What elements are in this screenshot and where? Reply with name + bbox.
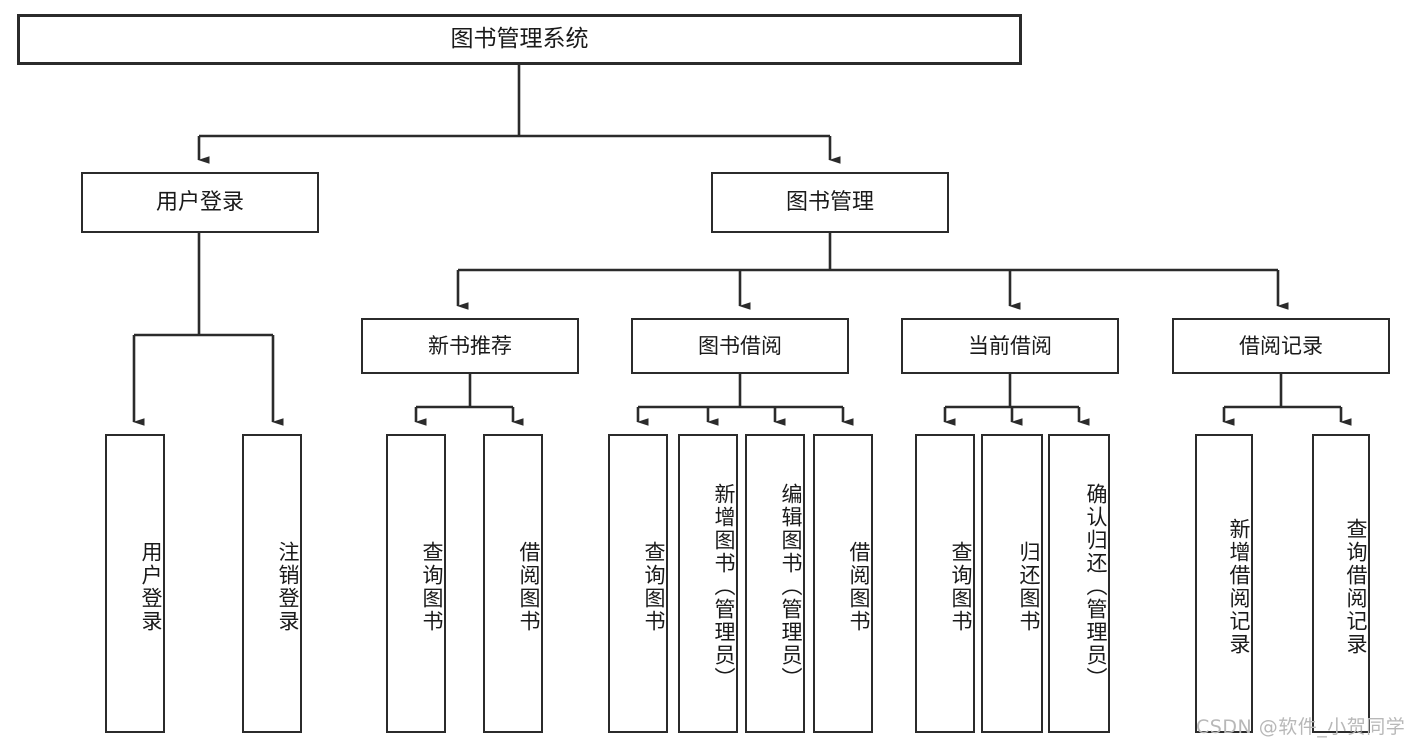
leaf-query-book-current[interactable]: 查询图书: [915, 434, 975, 733]
node-new-book-recommend[interactable]: 新书推荐: [361, 318, 579, 374]
leaf-query-book-recommend-label: 查询图书: [420, 540, 444, 633]
leaf-user-login[interactable]: 用户登录: [105, 434, 165, 733]
leaf-edit-book-admin-label: 编辑图书（管理员）: [779, 483, 803, 690]
node-user-login[interactable]: 用户登录: [81, 172, 319, 233]
leaf-add-book-admin[interactable]: 新增图书（管理员）: [678, 434, 738, 733]
leaf-query-book-recommend[interactable]: 查询图书: [386, 434, 446, 733]
node-root-label: 图书管理系统: [450, 25, 589, 52]
leaf-edit-book-admin[interactable]: 编辑图书（管理员）: [745, 434, 805, 733]
leaf-borrow-book-label: 借阅图书: [847, 540, 871, 633]
leaf-confirm-return-admin[interactable]: 确认归还（管理员）: [1048, 434, 1110, 733]
leaf-query-book-current-label: 查询图书: [949, 540, 973, 633]
leaf-user-logout-label: 注销登录: [276, 540, 300, 633]
node-borrow-record-label: 借阅记录: [1239, 333, 1323, 358]
leaf-query-borrow-record[interactable]: 查询借阅记录: [1312, 434, 1370, 733]
leaf-confirm-return-admin-label: 确认归还（管理员）: [1084, 483, 1108, 690]
node-book-management-label: 图书管理: [785, 189, 874, 215]
leaf-borrow-book-recommend[interactable]: 借阅图书: [483, 434, 543, 733]
csdn-watermark: CSDN @软件_小贺同学: [1196, 712, 1405, 739]
leaf-add-borrow-record-label: 新增借阅记录: [1227, 517, 1251, 656]
csdn-watermark-text: CSDN @软件_小贺同学: [1196, 716, 1405, 738]
node-new-book-recommend-label: 新书推荐: [428, 333, 512, 358]
leaf-add-borrow-record[interactable]: 新增借阅记录: [1195, 434, 1253, 733]
node-book-borrow-label: 图书借阅: [698, 333, 782, 358]
leaf-query-borrow-record-label: 查询借阅记录: [1344, 517, 1368, 656]
node-current-borrow-label: 当前借阅: [968, 333, 1052, 358]
leaf-borrow-book-recommend-label: 借阅图书: [517, 540, 541, 633]
node-current-borrow[interactable]: 当前借阅: [901, 318, 1119, 374]
leaf-query-book-label: 查询图书: [642, 540, 666, 633]
leaf-add-book-admin-label: 新增图书（管理员）: [712, 483, 736, 690]
leaf-user-logout[interactable]: 注销登录: [242, 434, 302, 733]
node-borrow-record[interactable]: 借阅记录: [1172, 318, 1390, 374]
leaf-user-login-label: 用户登录: [139, 540, 163, 633]
node-root[interactable]: 图书管理系统: [17, 14, 1022, 65]
node-user-login-label: 用户登录: [155, 189, 244, 215]
leaf-borrow-book[interactable]: 借阅图书: [813, 434, 873, 733]
leaf-query-book[interactable]: 查询图书: [608, 434, 668, 733]
node-book-management[interactable]: 图书管理: [711, 172, 949, 233]
leaf-return-book-label: 归还图书: [1017, 540, 1041, 633]
leaf-return-book[interactable]: 归还图书: [981, 434, 1043, 733]
node-book-borrow[interactable]: 图书借阅: [631, 318, 849, 374]
